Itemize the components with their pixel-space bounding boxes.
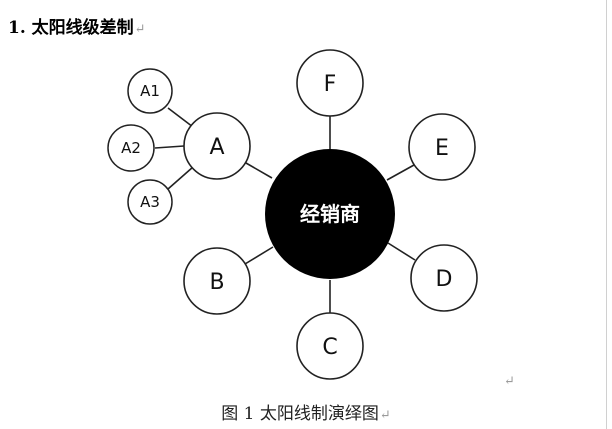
- connector-a-a1: [167, 107, 194, 128]
- node-a: [183, 112, 251, 180]
- connector-center-b: [244, 246, 274, 265]
- node-a3-label: A3: [140, 193, 160, 211]
- node-a3: [127, 179, 173, 225]
- node-d: [410, 244, 478, 312]
- connector-a-a3: [167, 166, 194, 190]
- section-heading: 1. 太阳线级差制↵: [8, 13, 146, 38]
- node-d-label: D: [436, 267, 453, 292]
- node-a1-label: A1: [140, 82, 160, 100]
- figure-caption-text: 图 1 太阳线制演绎图: [221, 404, 379, 424]
- node-a2-label: A2: [121, 139, 141, 157]
- node-a-label: A: [209, 135, 224, 160]
- section-heading-text: 1. 太阳线级差制: [8, 18, 134, 38]
- connector-center-d: [387, 242, 416, 261]
- paragraph-mark-icon: ↵: [134, 22, 146, 37]
- diagram-connectors: [154, 107, 416, 313]
- node-b-label: B: [209, 270, 224, 295]
- paragraph-mark-icon: ↵: [379, 408, 391, 423]
- node-c-label: C: [322, 335, 337, 360]
- node-f: [296, 49, 364, 117]
- connector-a-a2: [154, 145, 185, 149]
- node-f-label: F: [324, 72, 337, 97]
- node-b: [183, 247, 251, 315]
- node-a1: [127, 68, 173, 114]
- paragraph-mark-icon: ↵: [504, 374, 515, 389]
- node-a2: [107, 124, 155, 172]
- connector-center-e: [386, 164, 415, 181]
- page-edge-rule: [606, 0, 607, 429]
- figure-caption: 图 1 太阳线制演绎图↵: [0, 399, 612, 424]
- node-c: [296, 312, 364, 380]
- center-node: [265, 149, 395, 279]
- node-e-label: E: [435, 136, 449, 161]
- node-e: [408, 113, 476, 181]
- center-node-label: 经销商: [300, 202, 360, 226]
- connector-center-a: [245, 162, 273, 179]
